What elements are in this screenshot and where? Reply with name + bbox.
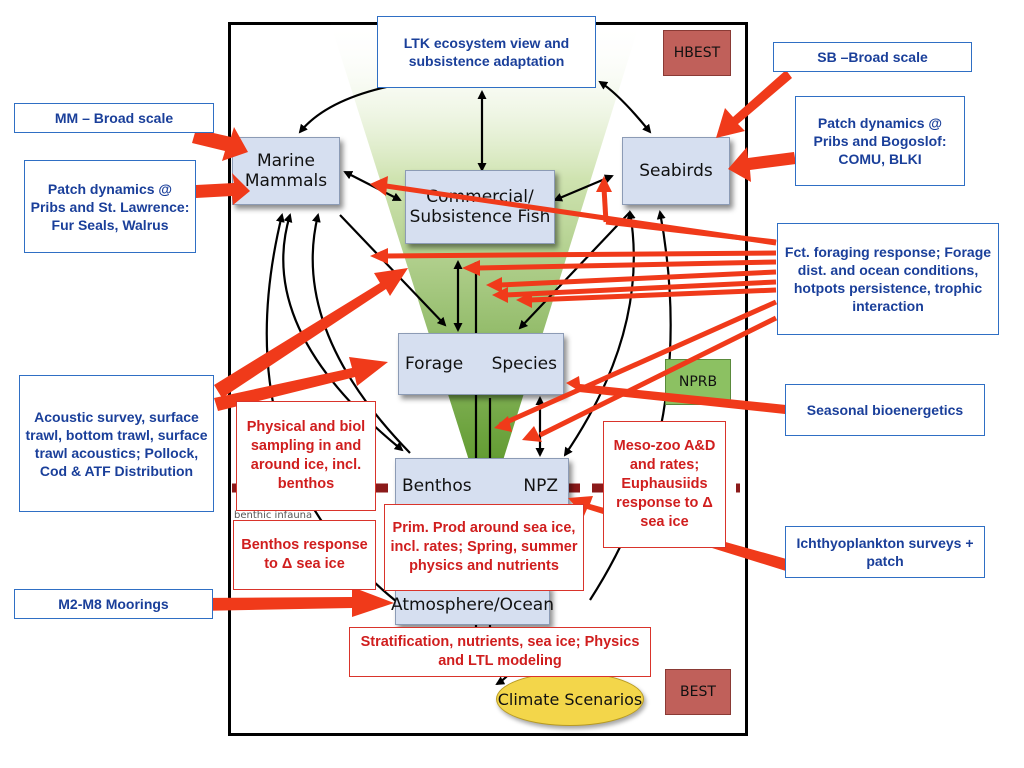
best-tag: BEST: [665, 669, 731, 715]
ichthyoplankton-text: Ichthyoplankton surveys + patch: [796, 535, 974, 569]
forage-species-node: Forage Species: [398, 333, 564, 395]
acoustic-survey-box: Acoustic survey, surface trawl, bottom t…: [19, 375, 214, 512]
benthos-response-box: Benthos response to Δ sea ice: [233, 520, 376, 590]
marine-mammals-node: Marine Mammals: [232, 137, 340, 205]
climate-scenarios-label: Climate Scenarios: [497, 689, 643, 709]
sb-patch-dynamics-box: Patch dynamics @ Pribs and Bogoslof: COM…: [795, 96, 965, 186]
best-label: BEST: [680, 684, 716, 700]
primary-production-text: Prim. Prod around sea ice, incl. rates; …: [390, 520, 578, 574]
meso-zoo-box: Meso-zoo A&D and rates; Euphausiids resp…: [603, 421, 726, 548]
moorings-text: M2-M8 Moorings: [58, 596, 169, 612]
mm-patch-dynamics-box: Patch dynamics @ Pribs and St. Lawrence:…: [24, 160, 196, 253]
climate-scenarios-node: Climate Scenarios: [496, 672, 644, 726]
acoustic-survey-text: Acoustic survey, surface trawl, bottom t…: [25, 408, 208, 479]
benthic-infauna-label: benthic infauna: [234, 510, 313, 521]
forage-label: Forage: [405, 354, 464, 374]
ltk-ecosystem-text: LTK ecosystem view and subsistence adapt…: [403, 35, 570, 69]
mm-broad-scale-box: MM – Broad scale: [14, 103, 214, 133]
seabirds-node: Seabirds: [622, 137, 730, 205]
foraging-response-box: Fct. foraging response; Forage dist. and…: [777, 223, 999, 335]
seabirds-label: Seabirds: [639, 161, 713, 181]
nprb-label: NPRB: [678, 374, 718, 390]
primary-production-box: Prim. Prod around sea ice, incl. rates; …: [384, 504, 584, 591]
sb-patch-dynamics-text: Patch dynamics @ Pribs and Bogoslof: COM…: [813, 115, 947, 167]
mm-patch-dynamics-text: Patch dynamics @ Pribs and St. Lawrence:…: [30, 180, 190, 233]
benthos-label: Benthos: [402, 476, 472, 496]
sb-broad-scale-text: SB –Broad scale: [817, 49, 928, 65]
seasonal-bioenergetics-text: Seasonal bioenergetics: [806, 402, 964, 418]
benthos-response-text: Benthos response to Δ sea ice: [241, 537, 368, 572]
commercial-fish-label: Commercial/ Subsistence Fish: [409, 187, 551, 227]
seasonal-bioenergetics-box: Seasonal bioenergetics: [785, 384, 985, 436]
ichthyoplankton-box: Ichthyoplankton surveys + patch: [785, 526, 985, 578]
moorings-box: M2-M8 Moorings: [14, 589, 213, 619]
mm-broad-scale-text: MM – Broad scale: [54, 110, 174, 126]
npz-label: NPZ: [523, 476, 558, 496]
hbest-label: HBEST: [673, 45, 721, 61]
meso-zoo-text: Meso-zoo A&D and rates; Euphausiids resp…: [613, 438, 716, 530]
stratification-text: Stratification, nutrients, sea ice; Phys…: [360, 634, 640, 669]
marine-mammals-label: Marine Mammals: [244, 151, 328, 191]
sb-broad-scale-box: SB –Broad scale: [773, 42, 972, 72]
physical-sampling-box: Physical and biol sampling in and around…: [236, 401, 376, 511]
atmosphere-ocean-label: Atmosphere/Ocean: [390, 595, 555, 615]
foraging-response-text: Fct. foraging response; Forage dist. and…: [784, 244, 992, 314]
hbest-tag: HBEST: [663, 30, 731, 76]
ltk-ecosystem-box: LTK ecosystem view and subsistence adapt…: [377, 16, 596, 88]
stratification-box: Stratification, nutrients, sea ice; Phys…: [349, 627, 651, 677]
physical-sampling-text: Physical and biol sampling in and around…: [246, 419, 366, 492]
atmosphere-ocean-node: Atmosphere/Ocean: [391, 585, 554, 625]
species-label: Species: [491, 354, 557, 374]
